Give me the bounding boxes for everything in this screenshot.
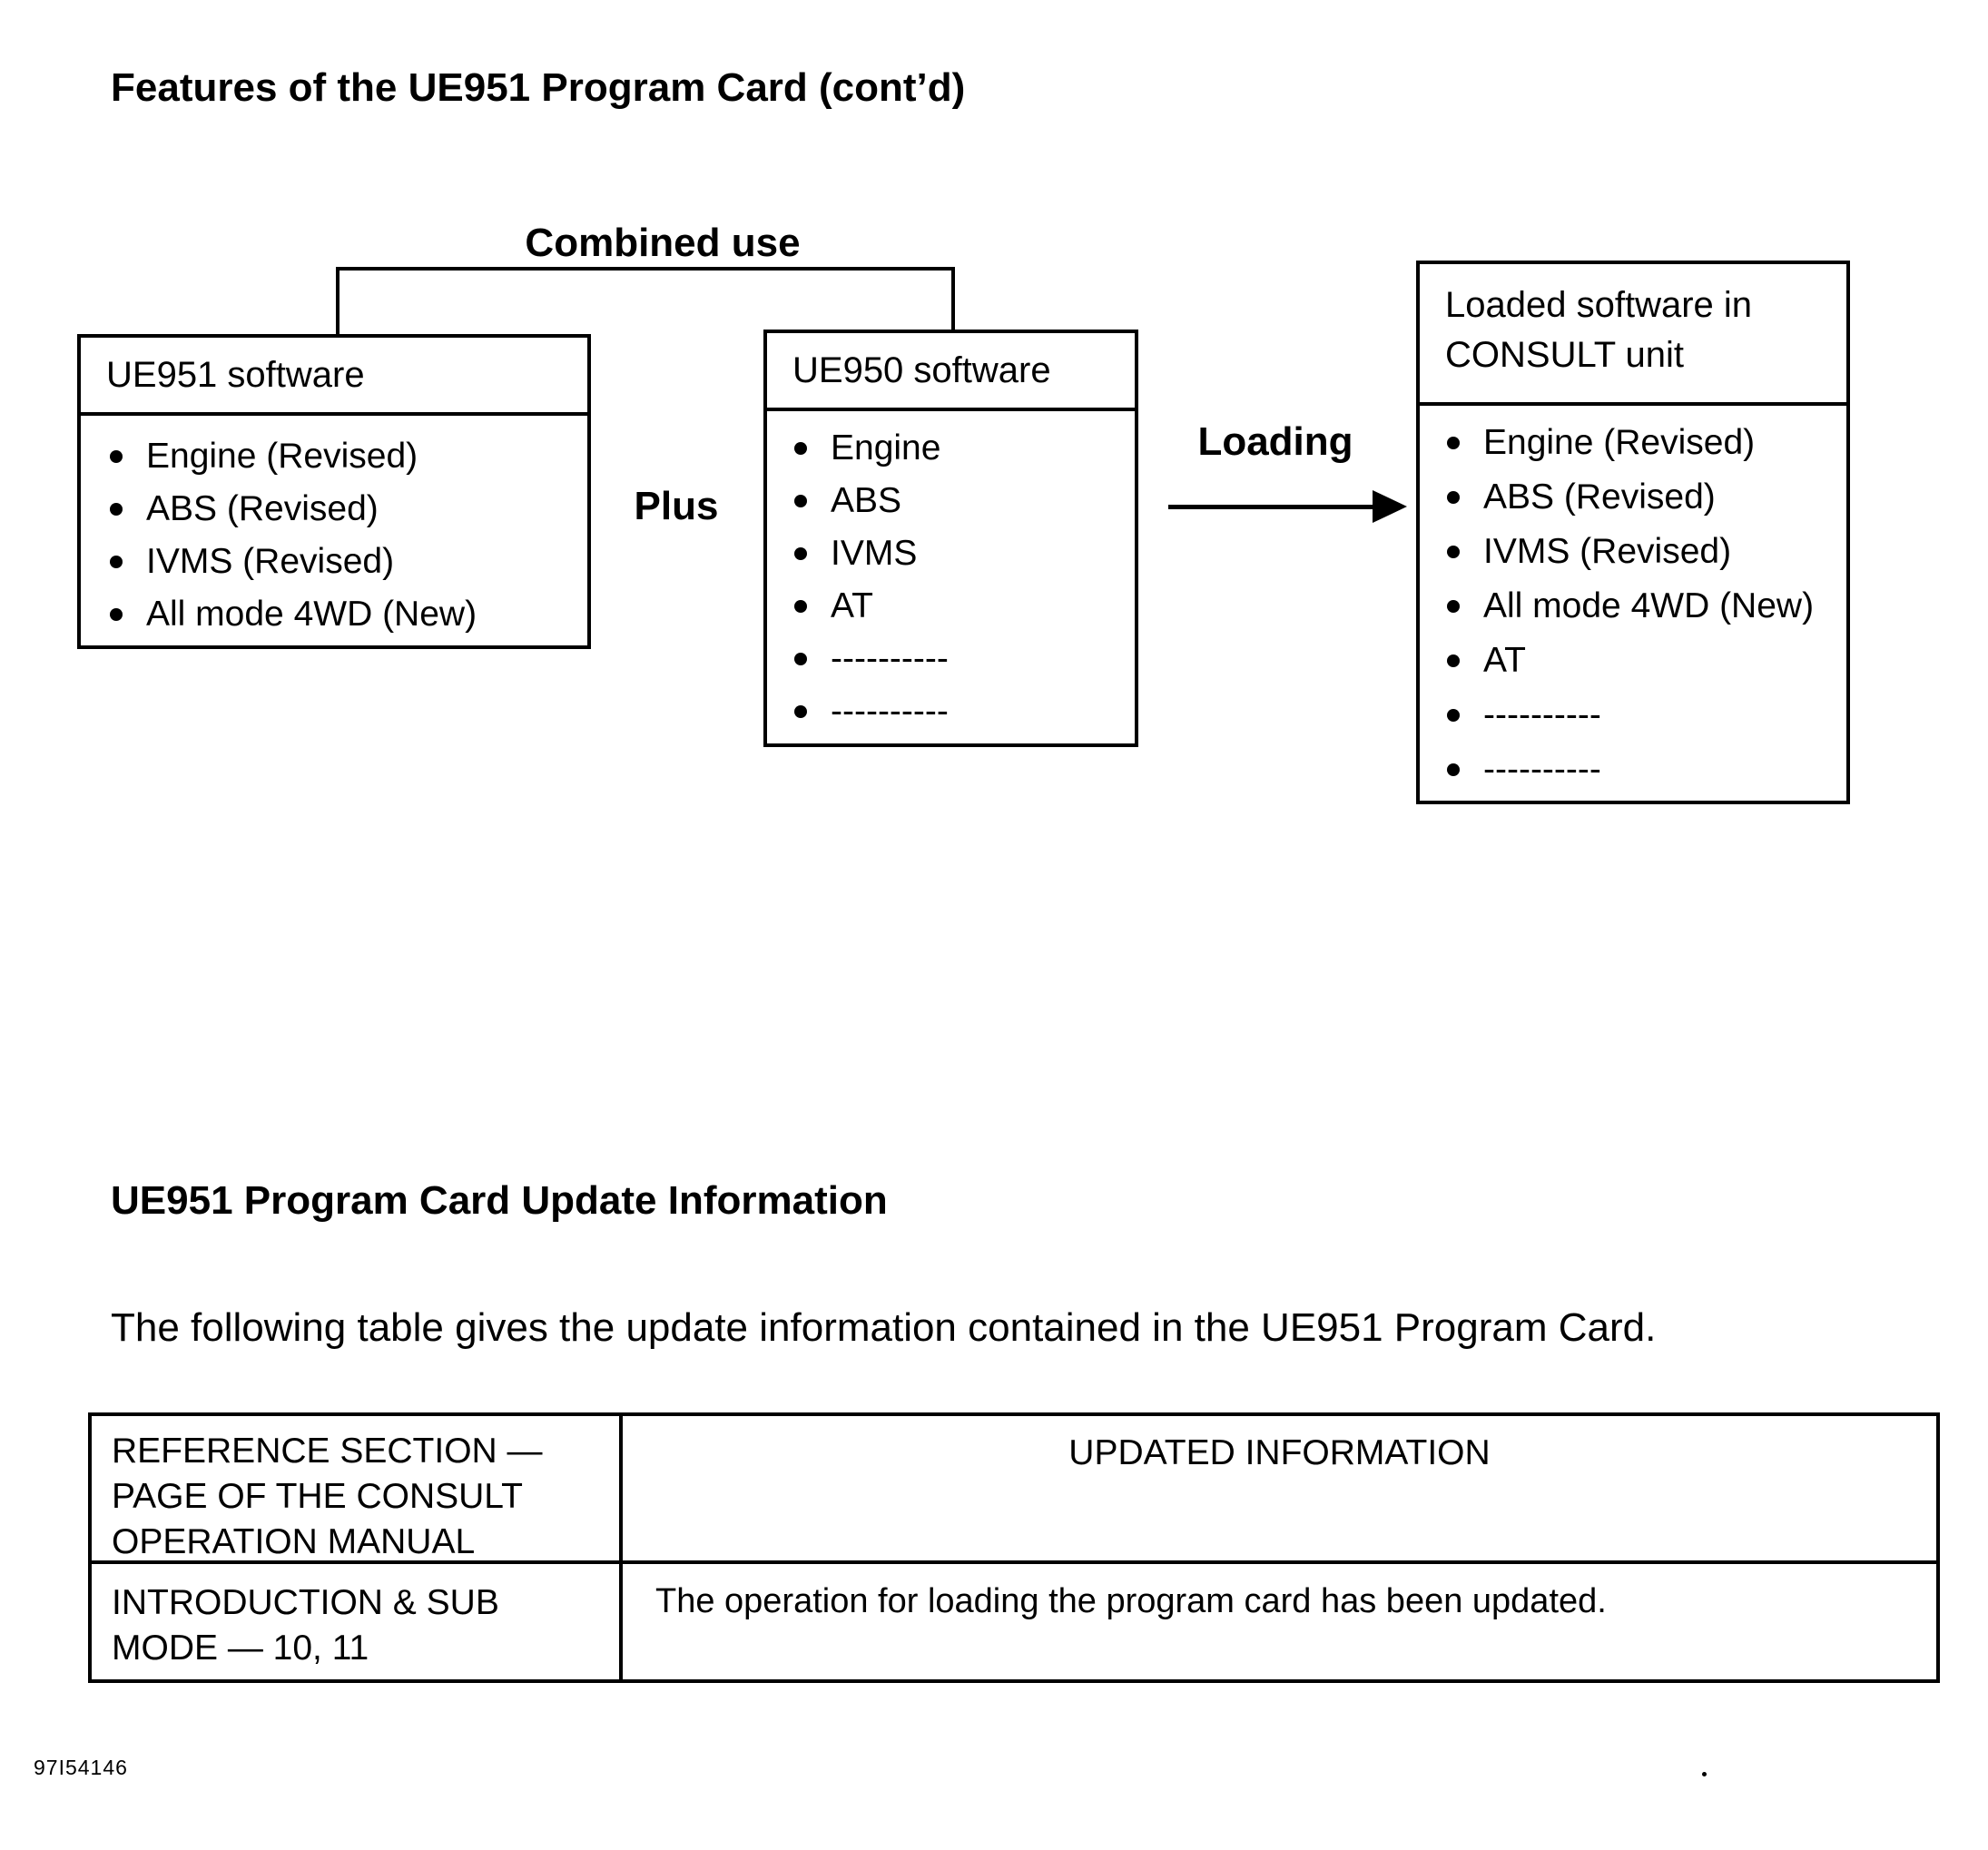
bullet-dot-icon bbox=[794, 495, 807, 507]
table-header-reference-section: REFERENCE SECTION — PAGE OF THE CONSULT … bbox=[92, 1416, 623, 1564]
loading-arrow-shaft bbox=[1168, 505, 1379, 509]
bullet-dot-icon bbox=[110, 450, 123, 463]
bullet-dot-icon bbox=[794, 653, 807, 665]
list-item-label: ---------- bbox=[1483, 695, 1601, 734]
plus-label: Plus bbox=[634, 484, 719, 528]
table-row-updated-cell: The operation for loading the program ca… bbox=[655, 1582, 1607, 1620]
bullet-dot-icon bbox=[794, 547, 807, 560]
list-item-label: All mode 4WD (New) bbox=[146, 595, 477, 634]
document-code: 97I54146 bbox=[34, 1756, 128, 1779]
bullet-dot-icon bbox=[110, 556, 123, 568]
table-header-updated-information: UPDATED INFORMATION bbox=[623, 1416, 1936, 1564]
list-item: AT bbox=[1447, 634, 1837, 688]
bullet-dot-icon bbox=[1447, 491, 1460, 504]
list-item-label: ---------- bbox=[1483, 750, 1601, 789]
list-item-label: ---------- bbox=[831, 692, 949, 731]
table-row-reference-cell: INTRODUCTION & SUB MODE — 10, 11 bbox=[92, 1564, 623, 1679]
bracket-line-horizontal bbox=[336, 267, 955, 271]
ue950-software-box-title: UE950 software bbox=[767, 333, 1135, 411]
bullet-dot-icon bbox=[1447, 654, 1460, 667]
bullet-dot-icon bbox=[1447, 437, 1460, 449]
list-item-label: IVMS (Revised) bbox=[146, 542, 395, 581]
update-info-table: REFERENCE SECTION — PAGE OF THE CONSULT … bbox=[88, 1412, 1940, 1683]
ue951-software-box: UE951 software Engine (Revised) ABS (Revi… bbox=[77, 334, 591, 649]
consult-loaded-software-box-title: Loaded software in CONSULT unit bbox=[1420, 264, 1846, 406]
list-item: Engine (Revised) bbox=[1447, 416, 1837, 470]
bullet-dot-icon bbox=[794, 442, 807, 455]
list-item: IVMS (Revised) bbox=[110, 536, 578, 588]
list-item-label: ABS (Revised) bbox=[146, 489, 379, 528]
list-item-label: AT bbox=[831, 586, 873, 625]
list-item-label: Engine (Revised) bbox=[146, 437, 418, 476]
bullet-dot-icon bbox=[794, 705, 807, 718]
bullet-dot-icon bbox=[794, 600, 807, 613]
list-item: ABS (Revised) bbox=[1447, 470, 1837, 525]
list-item-label: All mode 4WD (New) bbox=[1483, 586, 1815, 625]
list-item: ---------- bbox=[794, 633, 1126, 685]
list-item: ABS (Revised) bbox=[110, 483, 578, 536]
list-item-label: IVMS (Revised) bbox=[1483, 532, 1732, 571]
page-title: Features of the UE951 Program Card (cont… bbox=[111, 65, 966, 110]
consult-loaded-software-item-list: Engine (Revised) ABS (Revised) IVMS (Revis… bbox=[1420, 406, 1846, 797]
loading-arrowhead-icon bbox=[1373, 490, 1407, 523]
list-item: Engine (Revised) bbox=[110, 430, 578, 483]
list-item: Engine bbox=[794, 422, 1126, 475]
list-item-label: AT bbox=[1483, 641, 1526, 680]
list-item-label: ABS bbox=[831, 481, 902, 520]
list-item: IVMS bbox=[794, 527, 1126, 580]
list-item: ---------- bbox=[794, 685, 1126, 738]
list-item: ---------- bbox=[1447, 688, 1837, 743]
combined-use-label: Combined use bbox=[525, 221, 801, 265]
scan-speck bbox=[1702, 1772, 1707, 1776]
list-item: ---------- bbox=[1447, 743, 1837, 797]
consult-loaded-software-box: Loaded software in CONSULT unit Engine (… bbox=[1416, 261, 1850, 804]
ue951-software-item-list: Engine (Revised) ABS (Revised) IVMS (Revis… bbox=[81, 416, 587, 641]
loading-label: Loading bbox=[1197, 419, 1353, 464]
bracket-line-right bbox=[951, 267, 955, 331]
list-item: All mode 4WD (New) bbox=[1447, 579, 1837, 634]
bracket-line-left bbox=[336, 267, 340, 336]
bullet-dot-icon bbox=[1447, 763, 1460, 776]
list-item-label: Engine bbox=[831, 428, 941, 467]
list-item: ABS bbox=[794, 475, 1126, 527]
list-item-label: ABS (Revised) bbox=[1483, 477, 1716, 517]
list-item: AT bbox=[794, 580, 1126, 633]
ue951-software-box-title: UE951 software bbox=[81, 338, 587, 416]
bullet-dot-icon bbox=[1447, 600, 1460, 613]
update-section-heading: UE951 Program Card Update Information bbox=[111, 1178, 888, 1223]
bullet-dot-icon bbox=[1447, 709, 1460, 722]
list-item-label: Engine (Revised) bbox=[1483, 423, 1756, 462]
bullet-dot-icon bbox=[1447, 546, 1460, 558]
list-item: IVMS (Revised) bbox=[1447, 525, 1837, 579]
list-item-label: IVMS bbox=[831, 534, 918, 573]
update-section-intro: The following table gives the update inf… bbox=[111, 1305, 1657, 1350]
list-item: All mode 4WD (New) bbox=[110, 588, 578, 641]
bullet-dot-icon bbox=[110, 503, 123, 516]
list-item-label: ---------- bbox=[831, 639, 949, 678]
bullet-dot-icon bbox=[110, 608, 123, 621]
